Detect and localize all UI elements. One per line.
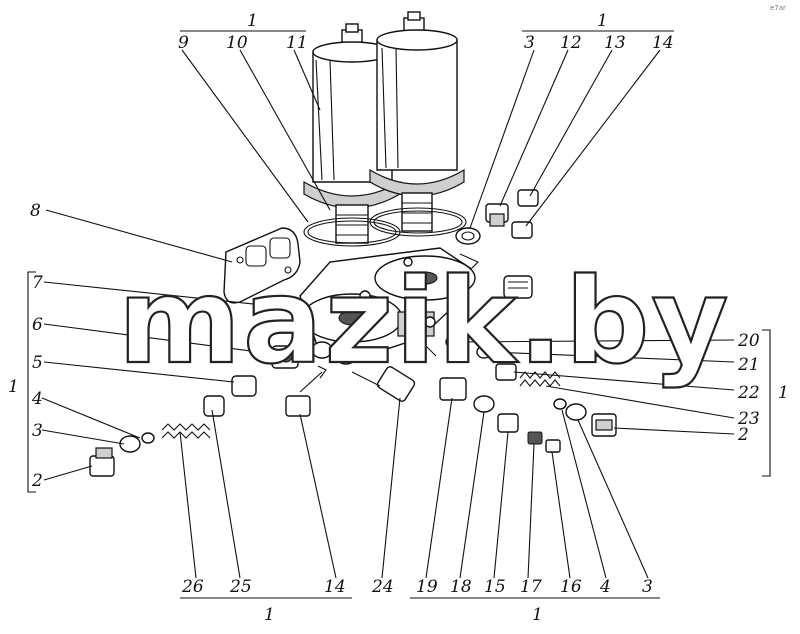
label-22: 22 xyxy=(737,383,760,403)
label-17: 17 xyxy=(520,577,542,597)
label-26: 26 xyxy=(181,577,204,597)
filter-canister-right xyxy=(369,11,467,237)
label-25: 25 xyxy=(229,577,252,597)
label-3-left: 3 xyxy=(32,421,43,441)
label-7: 7 xyxy=(32,273,43,293)
flow-arrows xyxy=(299,253,479,393)
label-14-bottom: 14 xyxy=(324,577,346,597)
label-group-bottom-left: 1 xyxy=(264,605,275,625)
label-group-right: 1 xyxy=(778,383,789,403)
label-11: 11 xyxy=(286,33,308,53)
label-3-top: 3 xyxy=(524,33,535,53)
label-2-right: 2 xyxy=(737,425,749,445)
group-brackets xyxy=(27,30,771,599)
filter-housing xyxy=(299,247,476,365)
gasket-8 xyxy=(223,227,301,304)
label-24: 24 xyxy=(371,577,394,597)
label-14-top: 14 xyxy=(652,33,674,53)
left-valve-parts xyxy=(89,345,299,477)
label-18: 18 xyxy=(450,577,472,597)
label-group-top-left: 1 xyxy=(247,11,258,31)
label-group-bottom-right: 1 xyxy=(532,605,543,625)
label-12: 12 xyxy=(560,33,582,53)
label-4-left: 4 xyxy=(31,389,43,409)
label-5: 5 xyxy=(32,353,43,373)
label-group-top-right: 1 xyxy=(597,11,608,31)
label-21: 21 xyxy=(737,355,760,375)
label-20: 20 xyxy=(737,331,760,351)
part-labels: 1 1 9 10 11 3 12 13 14 8 7 6 5 1 4 3 2 2… xyxy=(8,11,789,625)
label-4-bottom: 4 xyxy=(599,577,611,597)
leader-lines xyxy=(41,49,735,579)
label-6: 6 xyxy=(32,315,43,335)
label-8: 8 xyxy=(30,201,41,221)
corner-mark: e7ar xyxy=(770,4,786,12)
label-3-bottom: 3 xyxy=(642,577,653,597)
label-13: 13 xyxy=(604,33,626,53)
label-2-left: 2 xyxy=(31,471,43,491)
fittings-upper-right xyxy=(455,189,539,299)
label-16: 16 xyxy=(560,577,582,597)
label-19: 19 xyxy=(416,577,438,597)
label-15: 15 xyxy=(484,577,506,597)
label-10: 10 xyxy=(226,33,248,53)
watermark-text: mazik.by xyxy=(118,252,730,390)
lower-middle-parts xyxy=(285,366,561,453)
label-23: 23 xyxy=(737,409,760,429)
label-group-left: 1 xyxy=(8,377,19,397)
right-valve-parts xyxy=(445,336,617,437)
label-9: 9 xyxy=(178,33,189,53)
